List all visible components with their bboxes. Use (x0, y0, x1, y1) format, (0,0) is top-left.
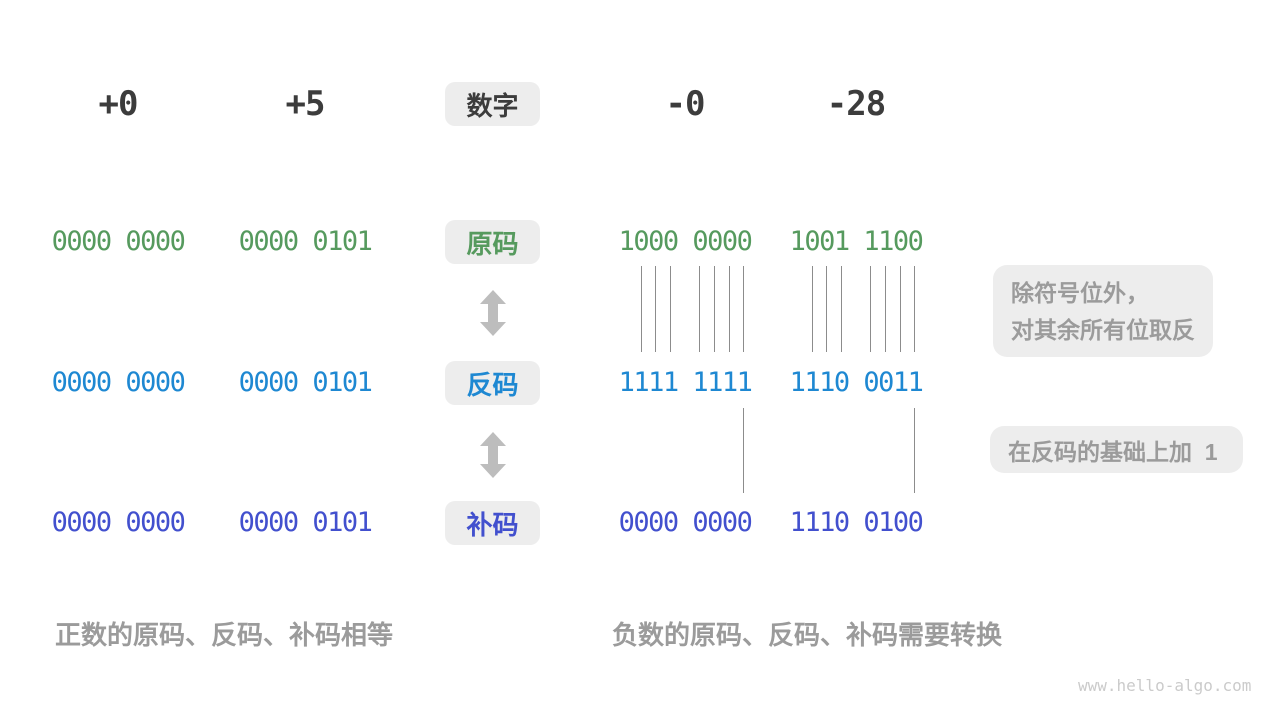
annotation-invert-line1: 除符号位外， (1011, 280, 1149, 306)
sign-magnitude-minus-28: 1001 1100 (789, 226, 924, 257)
caption-positive-numbers: 正数的原码、反码、补码相等 (55, 620, 394, 650)
row-label-ones-complement: 反码 (445, 361, 540, 405)
ones-complement-plus-five: 0000 0101 (238, 367, 373, 398)
sign-magnitude-minus-zero: 1000 0000 (618, 226, 753, 257)
number-plus-zero: +0 (98, 84, 139, 124)
row-label-twos-complement: 补码 (445, 501, 540, 545)
add-one-line-minus-28 (790, 408, 922, 493)
ones-complement-minus-zero: 1111 1111 (618, 367, 753, 398)
ones-complement-plus-zero: 0000 0000 (51, 367, 186, 398)
caption-negative-numbers: 负数的原码、反码、补码需要转换 (612, 620, 1003, 650)
number-minus-zero: -0 (665, 84, 706, 124)
annotation-invert-bits: 除符号位外， 对其余所有位取反 (993, 265, 1213, 357)
sign-magnitude-plus-five: 0000 0101 (238, 226, 373, 257)
twos-complement-minus-zero: 0000 0000 (618, 507, 753, 538)
sign-magnitude-plus-zero: 0000 0000 (51, 226, 186, 257)
twos-complement-plus-zero: 0000 0000 (51, 507, 186, 538)
twos-complement-minus-28: 1110 0100 (789, 507, 924, 538)
bit-invert-lines-minus-zero (619, 266, 751, 352)
up-down-arrow-icon (480, 432, 506, 478)
bit-invert-lines-minus-28 (790, 266, 922, 352)
annotation-add-one: 在反码的基础上加 1 (990, 426, 1243, 473)
row-label-number: 数字 (445, 82, 540, 126)
add-one-line-minus-zero (619, 408, 751, 493)
number-plus-five: +5 (285, 84, 326, 124)
up-down-arrow-icon (480, 290, 506, 336)
ones-complement-minus-28: 1110 0011 (789, 367, 924, 398)
number-minus-28: -28 (826, 84, 886, 124)
annotation-invert-line2: 对其余所有位取反 (1011, 317, 1195, 343)
annotation-add-one-text: 在反码的基础上加 1 (1008, 438, 1218, 465)
site-watermark: www.hello-algo.com (1078, 676, 1252, 695)
row-label-sign-magnitude: 原码 (445, 220, 540, 264)
twos-complement-plus-five: 0000 0101 (238, 507, 373, 538)
